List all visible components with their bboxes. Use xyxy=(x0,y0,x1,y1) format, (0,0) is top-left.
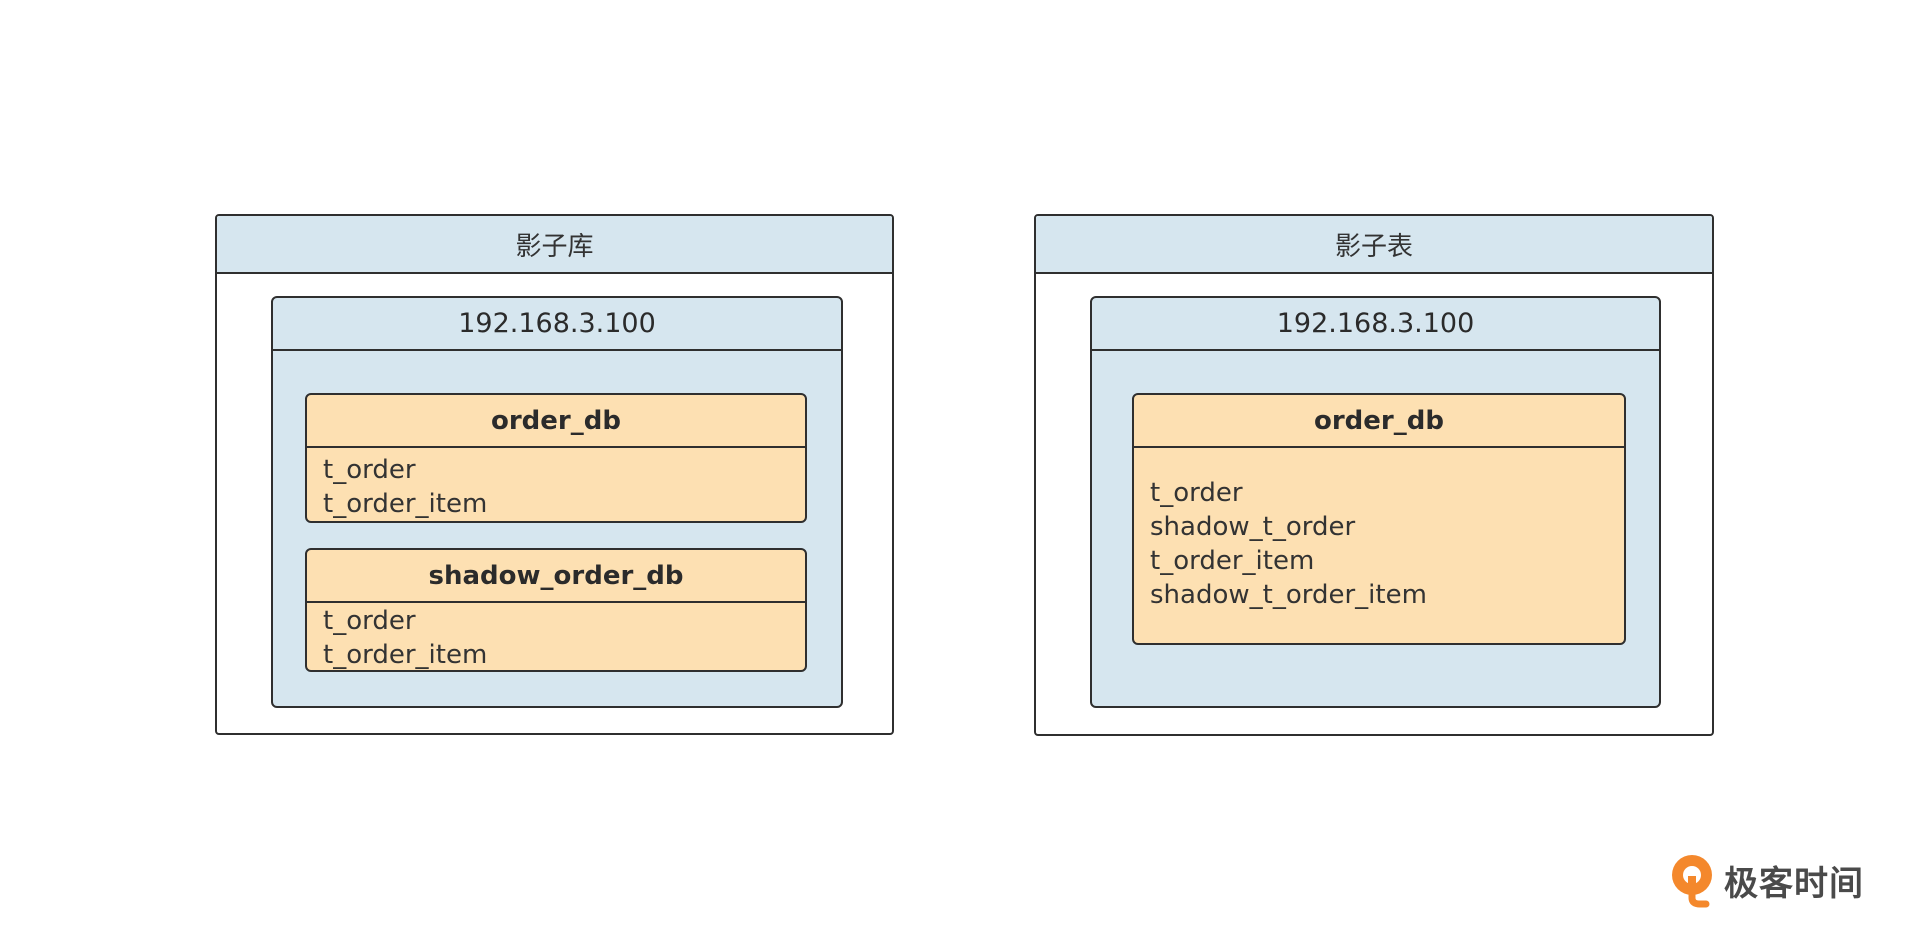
geektime-logo-icon xyxy=(1672,855,1712,908)
table-item: shadow_t_order_item xyxy=(1150,580,1427,610)
table-list: t_order t_order_item xyxy=(323,453,487,521)
database-box-order-db: order_db t_order t_order_item xyxy=(305,393,807,523)
database-name: order_db xyxy=(307,395,805,448)
shadow-database-panel: 影子库 192.168.3.100 order_db t_order t_ord… xyxy=(215,214,894,735)
panel-title: 影子库 xyxy=(217,216,892,274)
shadow-table-panel: 影子表 192.168.3.100 order_db t_order shado… xyxy=(1034,214,1714,736)
server-ip: 192.168.3.100 xyxy=(273,298,841,351)
table-item: t_order xyxy=(323,606,416,636)
logo-text: 极客时间 xyxy=(1724,863,1864,904)
geektime-logo: 极客时间 xyxy=(1668,850,1893,910)
table-item: t_order xyxy=(323,455,416,485)
table-item: t_order_item xyxy=(323,489,488,519)
table-item: t_order_item xyxy=(323,640,488,670)
table-list: t_order shadow_t_order t_order_item shad… xyxy=(1150,476,1427,612)
database-box-order-db: order_db t_order shadow_t_order t_order_… xyxy=(1132,393,1626,645)
table-item: shadow_t_order xyxy=(1150,512,1356,542)
server-box: 192.168.3.100 order_db t_order shadow_t_… xyxy=(1090,296,1661,708)
database-name: order_db xyxy=(1134,395,1624,448)
panel-title: 影子表 xyxy=(1036,216,1712,274)
database-name: shadow_order_db xyxy=(307,550,805,603)
table-item: t_order_item xyxy=(1150,546,1315,576)
server-ip: 192.168.3.100 xyxy=(1092,298,1659,351)
table-list: t_order t_order_item xyxy=(323,604,488,670)
database-box-shadow-order-db: shadow_order_db t_order t_order_item xyxy=(305,548,807,672)
table-item: t_order xyxy=(1150,478,1243,508)
server-box: 192.168.3.100 order_db t_order t_order_i… xyxy=(271,296,843,708)
